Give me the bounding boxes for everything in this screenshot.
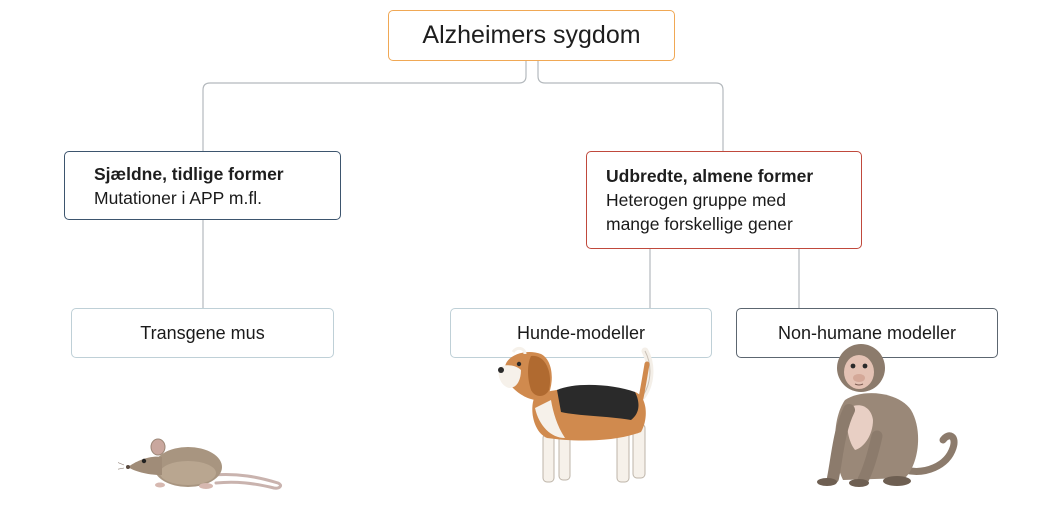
common-forms-node: Udbredte, almene former Heterogen gruppe… xyxy=(586,151,862,249)
non-human-models-label: Non-humane modeller xyxy=(777,322,957,343)
connector-root-to-common xyxy=(537,61,724,151)
transgenic-mice-label: Transgene mus xyxy=(140,322,265,343)
rare-forms-title: Sjældne, tidlige former xyxy=(94,163,284,184)
beagle-dog-illustration xyxy=(498,346,654,483)
dog-models-node: Hunde-modeller xyxy=(450,308,712,358)
common-forms-line-1: Heterogen gruppe med xyxy=(606,190,786,210)
common-forms-title: Udbredte, almene former xyxy=(606,166,814,186)
root-label: Alzheimers sygdom xyxy=(422,21,641,49)
dog-models-label: Hunde-modeller xyxy=(516,322,646,343)
mouse-illustration xyxy=(118,438,282,490)
root-node: Alzheimers sygdom xyxy=(388,10,675,61)
monkey-illustration xyxy=(817,344,958,487)
transgenic-mice-node: Transgene mus xyxy=(71,308,334,358)
rare-forms-line: Mutationer i APP m.fl. xyxy=(94,187,262,208)
common-forms-line-2: mange forskellige gener xyxy=(606,214,793,234)
connector-root-to-rare xyxy=(202,61,527,151)
rare-early-forms-node: Sjældne, tidlige former Mutationer i APP… xyxy=(64,151,341,220)
